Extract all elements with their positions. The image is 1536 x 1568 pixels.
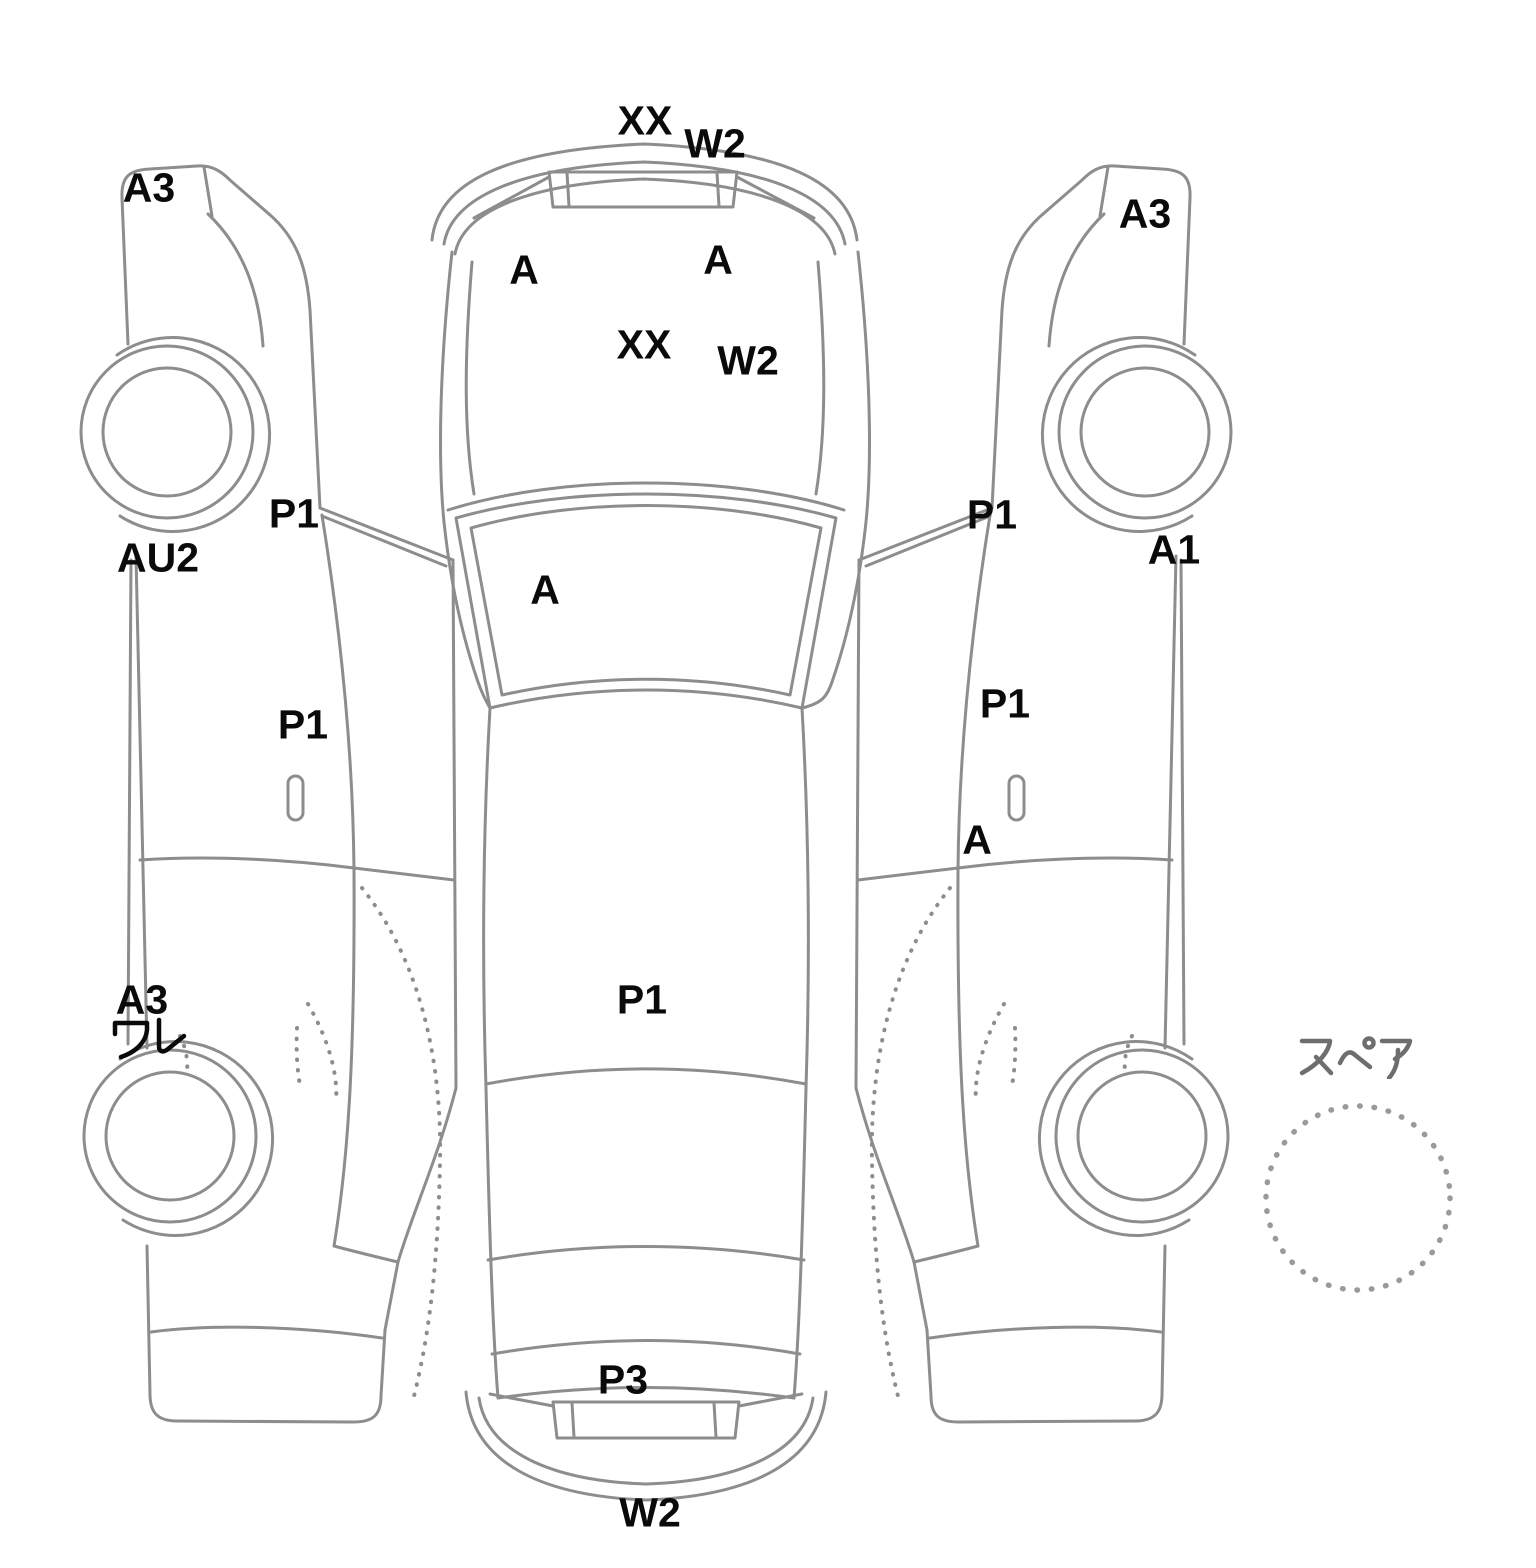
damage-label-rear-p3: P3 [597,1356,649,1403]
left-side-view [79,163,458,1424]
damage-label-left-quarter-crack [111,1015,189,1061]
damage-label-right-fender-p1: P1 [966,491,1018,538]
spare-tire-label [1298,1029,1414,1079]
damage-label-hood-left-a: A [509,246,539,293]
damage-label-left-fender-p1: P1 [268,490,320,537]
damage-label-right-door-a: A [962,816,992,863]
damage-label-front-glass-xx: XX [617,97,673,144]
damage-label-left-door-p1: P1 [277,701,329,748]
damage-label-windshield-a: A [530,566,560,613]
damage-label-rear-bumper-w2: W2 [619,1489,681,1536]
kana-ware-glyph [112,1017,187,1060]
damage-label-hood-w2: W2 [717,337,779,384]
kana-spare-glyph [1299,1036,1413,1079]
damage-label-right-door-a1: A1 [1147,526,1201,573]
top-view [430,142,871,1502]
damage-label-right-front-bumper-a3: A3 [1118,190,1172,237]
right-side-view [854,163,1233,1424]
spare-tire-circle [1263,1103,1453,1293]
damage-label-left-quarter-a3: A3 [115,976,169,1023]
damage-label-roof-p1: P1 [616,976,668,1023]
damage-label-hood-xx: XX [616,321,672,368]
damage-label-front-glass-w2: W2 [684,120,746,167]
damage-label-right-door-p1: P1 [979,680,1031,727]
damage-label-left-front-bumper-a3: A3 [122,164,176,211]
damage-label-hood-right-a: A [703,236,733,283]
damage-label-left-door-au2: AU2 [116,534,200,581]
